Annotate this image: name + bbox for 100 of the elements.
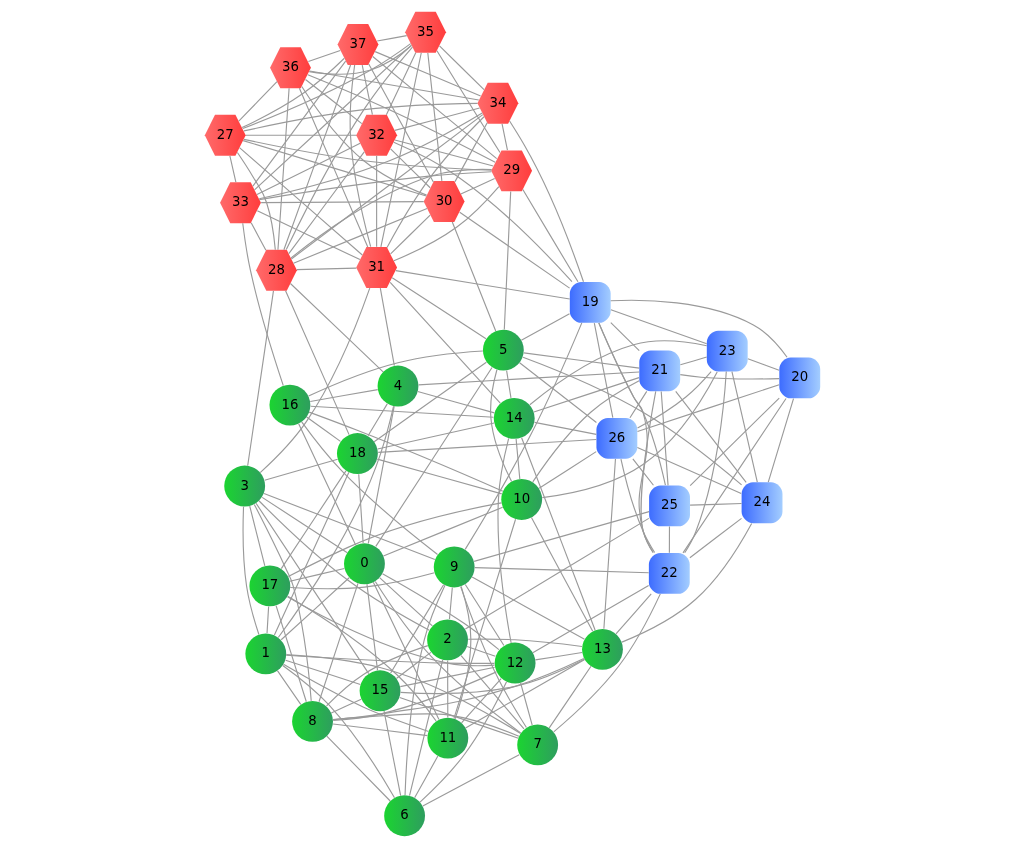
connector [593, 322, 613, 419]
connector [508, 120, 584, 283]
node-circle: 8 [291, 701, 333, 742]
connector [367, 403, 388, 437]
node-circle: 4 [377, 365, 418, 407]
connector [688, 517, 742, 559]
connector [531, 380, 640, 483]
connector [282, 663, 429, 733]
connector [521, 189, 579, 283]
node-circle: 15 [359, 670, 400, 712]
connector [614, 593, 652, 635]
connector [459, 586, 527, 729]
connector [522, 352, 640, 369]
connector [413, 755, 438, 799]
connector [689, 397, 780, 487]
node-circle: 7 [516, 724, 558, 766]
connector [242, 505, 259, 636]
connector [679, 374, 780, 380]
connector [374, 580, 521, 734]
connector [304, 78, 362, 125]
connector [399, 658, 585, 695]
connector [452, 518, 516, 720]
connector [258, 112, 483, 200]
node-circle: 17 [248, 565, 290, 607]
node-circle: 18 [336, 433, 378, 474]
connector [242, 140, 427, 197]
connector [273, 471, 349, 636]
connector [330, 698, 362, 714]
connector [640, 390, 656, 554]
node-circle: 5 [482, 329, 524, 371]
connector [297, 423, 356, 546]
connector [473, 567, 649, 574]
connector [371, 56, 497, 160]
connector [399, 666, 495, 688]
connector [619, 458, 655, 554]
connector [471, 576, 585, 640]
connector [331, 713, 519, 737]
connector [458, 211, 570, 289]
connector [357, 473, 364, 544]
connector [609, 299, 788, 358]
connector [377, 438, 597, 453]
connector [376, 458, 502, 495]
connector [467, 638, 583, 648]
connector [300, 421, 438, 556]
connector [426, 52, 442, 182]
connector [628, 390, 647, 419]
connector [251, 60, 346, 187]
connector [290, 114, 483, 260]
connector [365, 583, 378, 671]
connector [307, 350, 483, 397]
connector [242, 102, 478, 132]
connector [280, 470, 347, 570]
node-box: 26 [595, 417, 637, 459]
connector [454, 585, 471, 720]
connector [392, 141, 572, 283]
connector [730, 370, 758, 483]
connector [636, 446, 742, 495]
node-box: 19 [569, 281, 611, 323]
connector [460, 678, 502, 724]
connector [408, 659, 443, 797]
connector [597, 322, 654, 554]
connector [282, 64, 351, 251]
connector [236, 151, 276, 251]
connector [244, 134, 357, 136]
node-circle: 3 [223, 465, 265, 507]
connector [531, 584, 649, 654]
connector [636, 370, 712, 429]
connector [288, 567, 345, 582]
connector [389, 584, 444, 674]
connector [292, 207, 428, 264]
connector [446, 659, 448, 719]
connector [361, 64, 373, 116]
connector [308, 44, 412, 75]
connector [521, 356, 742, 486]
connector [421, 754, 520, 807]
connector [519, 682, 533, 726]
connector [417, 371, 640, 386]
connector [660, 390, 669, 486]
connector [241, 222, 284, 387]
connector [379, 287, 395, 367]
connector [289, 282, 384, 373]
connector [609, 322, 640, 352]
connector [464, 658, 585, 729]
connector [240, 57, 345, 129]
connector [259, 287, 370, 474]
connector [395, 651, 431, 680]
connector [746, 358, 780, 371]
connector [256, 210, 360, 261]
node-box: 25 [648, 485, 690, 527]
node-circle: 13 [581, 628, 623, 670]
connector [609, 309, 707, 345]
node-box: 21 [638, 350, 680, 392]
connector [530, 517, 593, 632]
connector [255, 142, 361, 196]
connector [503, 190, 511, 331]
connector [435, 50, 501, 153]
connector [389, 214, 431, 255]
connector [289, 572, 435, 590]
node-circle: 12 [494, 642, 536, 684]
node-circle: 6 [383, 795, 425, 837]
